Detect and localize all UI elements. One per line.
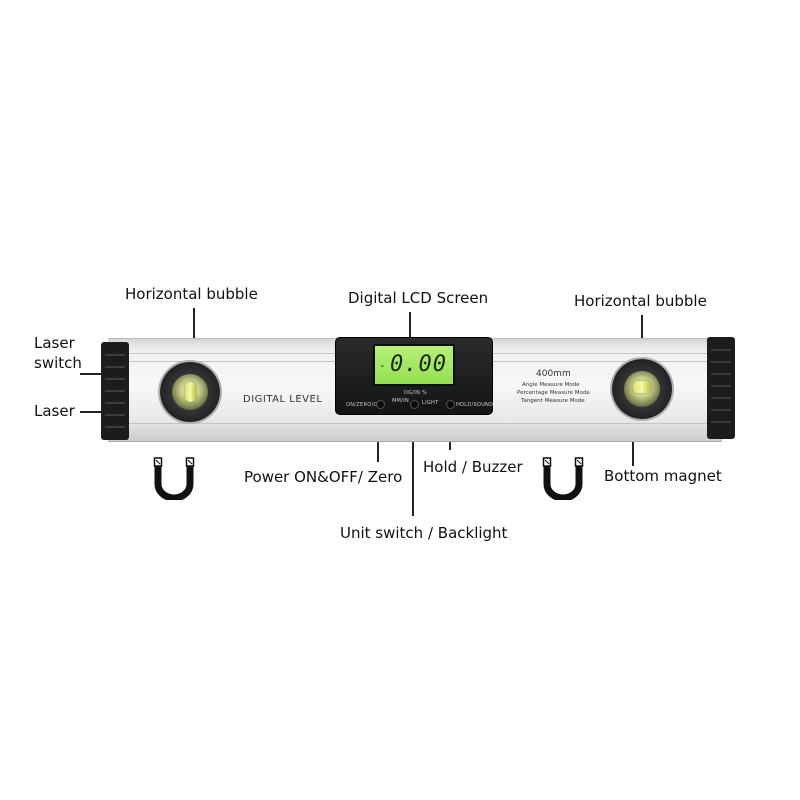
left-end-cap [101,342,129,440]
unit-backlight-label: Unit switch / Backlight [340,524,508,542]
laser-label: Laser [34,402,75,420]
horizontal-bubble-right [612,359,672,419]
unit-backlight-button[interactable] [410,400,419,409]
light-label: LIGHT [422,400,439,406]
mode-line-2: Percentage Measure Mode [517,390,590,396]
lcd-reading: 0.00 [390,352,447,377]
leader-line-laser-switch [80,373,102,375]
magnet-icon [542,457,584,500]
bottom-magnet-label: Bottom magnet [604,467,722,485]
power-zero-label: Power ON&OFF/ Zero [244,468,403,486]
right-end-cap [707,337,735,439]
digital-lcd-screen-label: Digital LCD Screen [348,289,489,307]
brand-text: DIGITAL LEVEL [243,394,323,405]
body-groove-bottom [108,423,722,424]
size-text: 400mm [536,369,571,379]
on-zero-label: ON/ZERO/OFF [346,402,385,408]
horizontal-bubble-left [160,362,220,422]
horizontal-bubble-right-label: Horizontal bubble [574,292,707,310]
leader-line-lcd [409,312,411,350]
mode-line-3: Tangent Measure Mode [521,398,585,404]
horizontal-bubble-left-label: Horizontal bubble [125,285,258,303]
hold-buzzer-button[interactable] [446,400,455,409]
unit-label: MM/IN [392,398,410,404]
mode-line-1: Angle Measure Mode [522,382,580,388]
hold-label: HOLD/SOUND [456,402,494,408]
magnet-icon [153,457,195,500]
leader-line-laser [80,411,106,413]
leader-line-unit [412,404,414,516]
leader-line-magnet [632,440,634,466]
unit-header-label: DG/IN % [404,390,428,396]
lcd-screen: - 0.00 [373,344,455,386]
lcd-sign: - [379,359,386,372]
power-zero-button[interactable] [376,400,385,409]
display-module: - 0.00 DG/IN % ON/ZERO/OFF MM/IN LIGHT H… [335,337,493,415]
laser-switch-label-line2: switch [34,354,82,372]
laser-switch-label-line1: Laser [34,334,75,352]
hold-buzzer-label: Hold / Buzzer [423,458,523,476]
